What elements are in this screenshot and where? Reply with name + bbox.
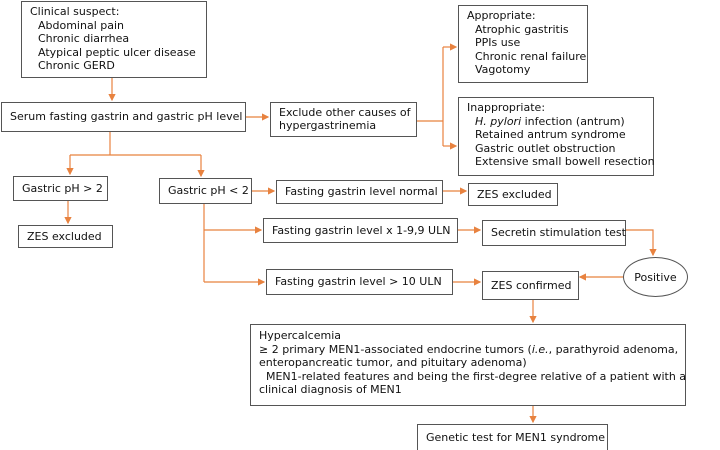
h-pylori-rest: infection (antrum) — [521, 114, 625, 128]
gastrin-mid-box: Fasting gastrin level x 1-9,9 ULN — [263, 218, 458, 243]
men1-line: enteropancreatic tumor, and pituitary ad… — [259, 356, 527, 369]
appropriate-title: Appropriate: — [467, 9, 536, 22]
men1-line: Hypercalcemia — [259, 329, 341, 342]
exclude-line: hypergastrinemia — [279, 119, 377, 132]
inappropriate-title: Inappropriate: — [467, 101, 546, 114]
clinical-item: Chronic diarrhea — [38, 32, 130, 45]
positive-ellipse: Positive — [623, 257, 688, 297]
clinical-item: Chronic GERD — [38, 59, 115, 72]
inappropriate-box: Inappropriate: H. pylori infection (antr… — [458, 97, 655, 176]
ph-low-box: Gastric pH < 2 — [159, 178, 252, 204]
appropriate-box: Appropriate: Atrophic gastritis PPIs use… — [458, 5, 588, 83]
arrow-secretin-to-positive — [625, 229, 657, 257]
genetic-test-box: Genetic test for MEN1 syndrome — [417, 424, 608, 450]
clinical-suspect-box: Clinical suspect: Abdominal pain Chronic… — [21, 1, 207, 78]
gastrin-high-box: Fasting gastrin level > 10 ULN — [266, 269, 453, 295]
men1-text: , parathyroid adenoma, — [548, 342, 679, 356]
men1-text: ≥ 2 primary MEN1-associated endocrine tu… — [259, 342, 532, 356]
inappropriate-item: H. pylori infection (antrum) — [467, 115, 645, 129]
branch-exclude — [416, 47, 444, 146]
gastrin-normal-excluded-box: ZES excluded — [468, 183, 558, 206]
appropriate-item: Atrophic gastritis — [475, 22, 569, 36]
clinical-item: Abdominal pain — [38, 18, 125, 32]
inappropriate-item: Retained antrum syndrome — [475, 128, 626, 141]
gastrin-normal-box: Fasting gastrin level normal — [276, 180, 443, 204]
men1-line: MEN1-related features and being the firs… — [259, 369, 687, 383]
serum-test-box: Serum fasting gastrin and gastric pH lev… — [1, 102, 246, 132]
appropriate-item: PPIs use — [475, 36, 521, 49]
clinical-title: Clinical suspect: — [30, 5, 120, 18]
men1-line: ≥ 2 primary MEN1-associated endocrine tu… — [259, 342, 679, 357]
ph-high-box: Gastric pH > 2 — [13, 176, 108, 201]
appropriate-item: Vagotomy — [475, 63, 531, 76]
exclude-line: Exclude other causes of — [279, 106, 411, 119]
men1-ie: i.e. — [531, 342, 549, 356]
inappropriate-item: Gastric outlet obstruction — [475, 141, 616, 155]
h-pylori-text: H. pylori — [475, 114, 522, 128]
men1-line: clinical diagnosis of MEN1 — [259, 383, 402, 396]
appropriate-item: Chronic renal failure — [475, 49, 587, 63]
ph-high-excluded-box: ZES excluded — [18, 225, 113, 248]
branch-ph — [70, 131, 201, 156]
clinical-item: Atypical peptic ulcer disease — [38, 45, 196, 59]
secretin-test-box: Secretin stimulation test — [482, 220, 626, 246]
exclude-causes-box: Exclude other causes of hypergastrinemia — [270, 102, 417, 137]
men1-criteria-box: Hypercalcemia ≥ 2 primary MEN1-associate… — [250, 324, 686, 406]
zes-confirmed-box: ZES confirmed — [482, 271, 579, 300]
inappropriate-item: Extensive small bowell resection — [475, 155, 655, 168]
